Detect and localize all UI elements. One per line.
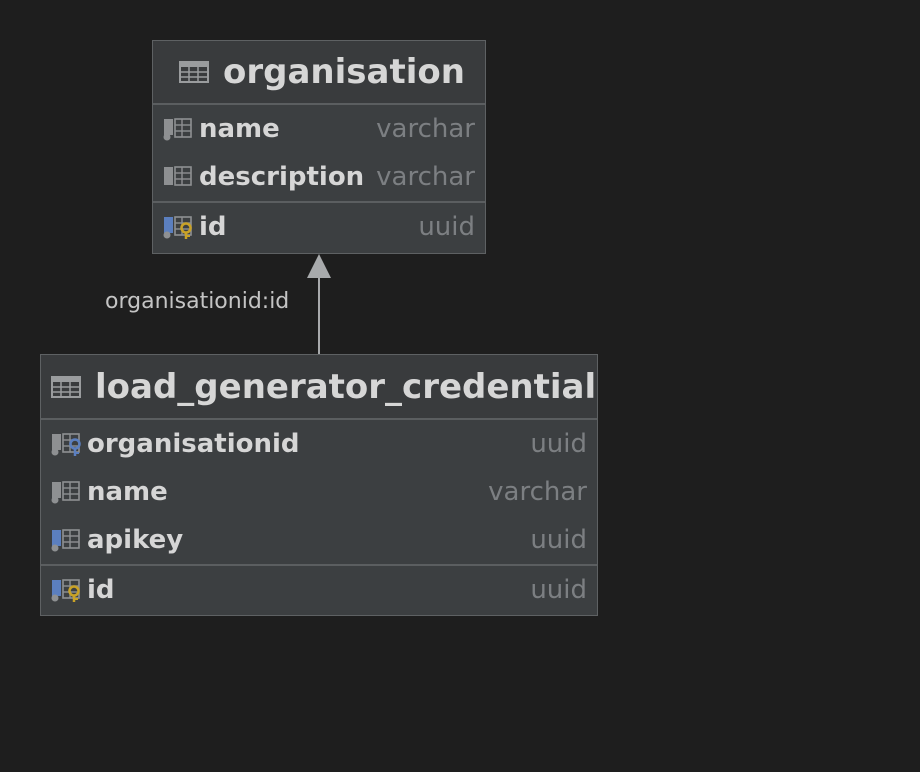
column-row-id[interactable]: id uuid (41, 566, 597, 614)
primary-key-icon (163, 216, 192, 239)
entity-organisation[interactable]: organisation name varchar description va… (152, 40, 486, 254)
table-icon (179, 61, 209, 83)
column-name: organisationid (87, 429, 300, 459)
column-type: varchar (376, 114, 475, 144)
primary-key-icon (51, 579, 80, 602)
column-name: description (199, 162, 365, 192)
column-name: name (199, 114, 280, 144)
column-icon (51, 481, 80, 504)
entity-title: organisation (223, 52, 465, 92)
column-row-description[interactable]: description varchar (153, 153, 485, 201)
column-type: varchar (488, 477, 587, 507)
column-name: id (87, 575, 115, 605)
column-type: uuid (530, 575, 587, 605)
column-name: name (87, 477, 168, 507)
column-row-id[interactable]: id uuid (153, 203, 485, 251)
foreign-key-icon (51, 433, 81, 456)
relation-arrowhead (307, 254, 331, 278)
column-type: uuid (530, 429, 587, 459)
indexed-column-icon (51, 529, 80, 552)
primary-key-section: id uuid (153, 201, 485, 251)
column-row-apikey[interactable]: apikey uuid (41, 516, 597, 564)
column-row-name[interactable]: name varchar (153, 105, 485, 153)
column-icon (164, 166, 192, 186)
entity-header[interactable]: organisation (153, 41, 485, 105)
columns-section: organisationid uuid name varchar apikey … (41, 420, 597, 564)
column-type: varchar (376, 162, 475, 192)
column-icon (163, 118, 192, 141)
column-row-name[interactable]: name varchar (41, 468, 597, 516)
column-type: uuid (530, 525, 587, 555)
table-icon (51, 375, 81, 398)
entity-load-generator-credential[interactable]: load_generator_credential organisationid… (40, 354, 598, 616)
entity-header[interactable]: load_generator_credential (41, 355, 597, 420)
entity-title: load_generator_credential (95, 366, 597, 407)
column-type: uuid (418, 212, 475, 242)
columns-section: name varchar description varchar (153, 105, 485, 201)
column-name: id (199, 212, 227, 242)
column-row-organisationid[interactable]: organisationid uuid (41, 420, 597, 468)
relation-label: organisationid:id (105, 289, 290, 314)
column-name: apikey (87, 525, 184, 555)
primary-key-section: id uuid (41, 564, 597, 614)
